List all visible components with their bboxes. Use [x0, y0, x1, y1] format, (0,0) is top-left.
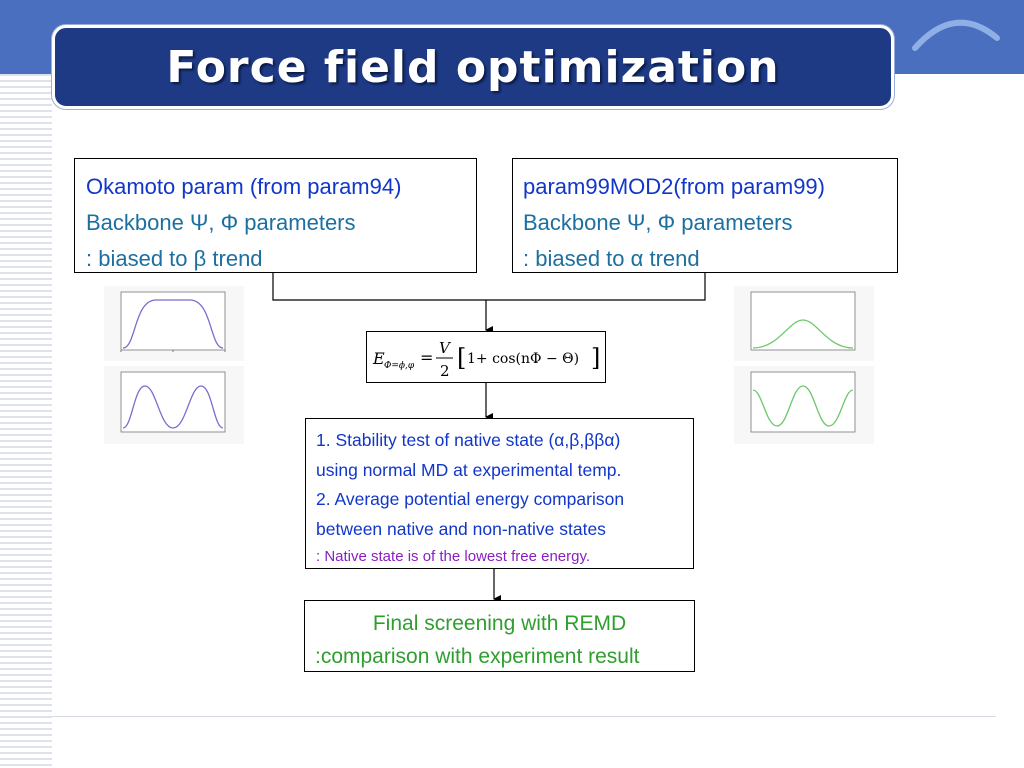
- final-screening-box: Final screening with REMD :comparison wi…: [304, 600, 695, 672]
- tests-line-2: using normal MD at experimental temp.: [316, 459, 622, 480]
- torsion-energy-formula-box: E Φ=ϕ,φ = V 2 [ 1+ cos(nΦ − Θ) ]: [366, 331, 606, 383]
- left-torsion-plot-bottom: [104, 366, 244, 444]
- arc-decoration-icon: [912, 19, 1000, 51]
- tests-line-3: 2. Average potential energy comparison: [316, 489, 625, 509]
- param99mod2-bias-text: : biased to α trend: [523, 246, 700, 271]
- left-torsion-plot-top: [104, 286, 244, 361]
- okamoto-bias-text: : biased to β trend: [86, 246, 263, 271]
- formula-bracket-close: ]: [591, 344, 600, 372]
- okamoto-param-title: Okamoto param (from param94): [86, 174, 402, 199]
- stability-tests-box: 1. Stability test of native state (α,β,β…: [305, 418, 694, 569]
- title-box: Force field optimization: [52, 25, 894, 109]
- tests-native-state-note: : Native state is of the lowest free ene…: [316, 548, 591, 565]
- param99mod2-title: param99MOD2(from param99): [523, 174, 825, 199]
- formula-bracket-open: [: [457, 344, 466, 372]
- torsion-energy-formula: E Φ=ϕ,φ = V 2 [ 1+ cos(nΦ − Θ) ]: [372, 339, 600, 380]
- formula-lhs: E: [372, 349, 385, 368]
- formula-denominator: 2: [440, 362, 450, 380]
- left-stripe-decoration: [0, 74, 52, 768]
- page-title: Force field optimization: [166, 42, 780, 93]
- footer-divider: [52, 716, 996, 717]
- tests-line-1: 1. Stability test of native state (α,β,β…: [316, 430, 621, 450]
- formula-lhs-subscript: Φ=ϕ,φ: [384, 361, 415, 371]
- tests-line-4: between native and non-native states: [316, 518, 606, 539]
- final-screening-title: Final screening with REMD: [372, 612, 627, 635]
- param99mod2-backbone-text: Backbone Ψ, Φ parameters: [523, 210, 793, 235]
- formula-numerator: V: [439, 339, 452, 357]
- param99mod2-box: param99MOD2(from param99) Backbone Ψ, Φ …: [512, 158, 898, 273]
- final-screening-comparison: :comparison with experiment result: [315, 645, 640, 668]
- okamoto-backbone-text: Backbone Ψ, Φ parameters: [86, 210, 356, 235]
- okamoto-param-box: Okamoto param (from param94) Backbone Ψ,…: [74, 158, 477, 273]
- formula-body: 1+ cos(nΦ − Θ): [467, 351, 579, 367]
- right-torsion-plot-bottom: [734, 366, 874, 444]
- formula-equals: =: [420, 348, 433, 367]
- connector-left-right-merge: [272, 273, 706, 301]
- right-torsion-plot-top: [734, 286, 874, 361]
